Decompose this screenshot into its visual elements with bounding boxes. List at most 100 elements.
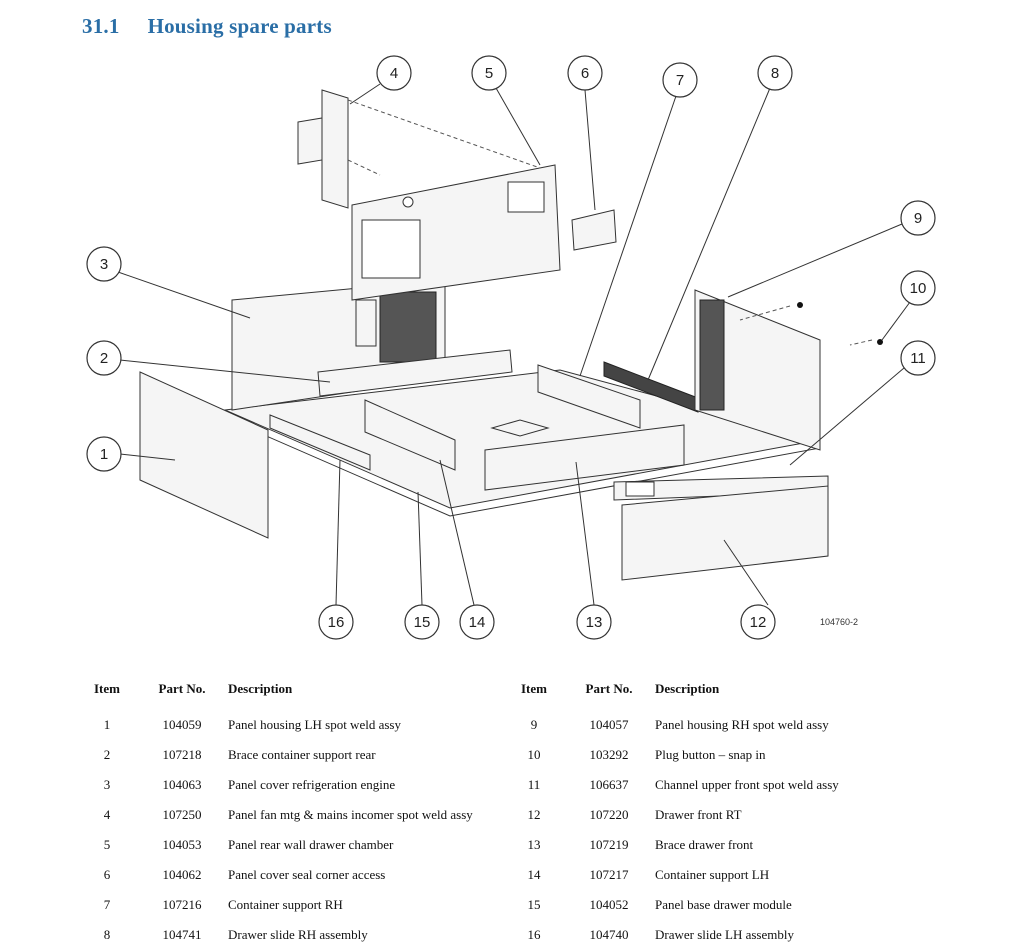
- svg-text:13: 13: [586, 614, 603, 631]
- row-item: 14: [527, 867, 541, 882]
- callout-7: 7: [662, 62, 698, 98]
- row-item: 12: [527, 807, 541, 822]
- row-description: Container support LH: [655, 867, 770, 882]
- header-part-no: Part No.: [158, 681, 206, 696]
- svg-text:15: 15: [414, 614, 431, 631]
- table-row: 12 107220 Drawer front RT: [503, 800, 935, 830]
- drawer-slide-lh: [269, 414, 371, 471]
- table-row: 11 106637 Channel upper front spot weld as…: [503, 770, 935, 800]
- table-row: 14 107217 Container support LH: [503, 860, 935, 890]
- row-part-no: 104741: [162, 927, 202, 942]
- row-description: Panel housing LH spot weld assy: [228, 717, 401, 732]
- brace-rear: [317, 349, 513, 397]
- figure-reference: 104760-2: [820, 617, 859, 627]
- row-description: Panel base drawer module: [655, 897, 792, 912]
- row-part-no: 104057: [589, 717, 629, 732]
- row-part-no: 104063: [162, 777, 202, 792]
- svg-text:7: 7: [676, 72, 684, 89]
- table-row: 3 104063 Panel cover refrigeration engine: [76, 770, 508, 800]
- exploded-view-diagram: 1 2 3 4 5 6 7 8 9 10 11 12 13 14 15 16: [86, 55, 936, 640]
- header-part-no: Part No.: [585, 681, 633, 696]
- row-item: 11: [527, 777, 541, 792]
- callout-5: 5: [471, 55, 507, 91]
- fan-mounting-bracket: [297, 117, 323, 165]
- header-description: Description: [228, 681, 293, 696]
- row-item: 3: [103, 777, 111, 792]
- row-part-no: 104740: [589, 927, 629, 942]
- row-item: 10: [527, 747, 541, 762]
- channel-display: [625, 481, 655, 497]
- container-support-lh: [364, 399, 456, 471]
- seal-corner-cover: [571, 209, 617, 251]
- callout-11: 11: [900, 340, 936, 376]
- row-description: Drawer slide LH assembly: [655, 927, 794, 942]
- svg-text:5: 5: [485, 65, 493, 82]
- svg-text:11: 11: [910, 350, 926, 367]
- table-row: 16 104740 Drawer slide LH assembly: [503, 920, 935, 950]
- row-description: Brace drawer front: [655, 837, 754, 852]
- callout-16: 16: [318, 604, 354, 640]
- svg-text:12: 12: [750, 614, 767, 631]
- row-part-no: 104053: [162, 837, 202, 852]
- row-description: Panel fan mtg & mains incomer spot weld …: [228, 807, 473, 822]
- row-description: Channel upper front spot weld assy: [655, 777, 839, 792]
- header-item: Item: [521, 681, 547, 696]
- callout-2: 2: [86, 340, 122, 376]
- row-part-no: 106637: [589, 777, 629, 792]
- row-description: Container support RH: [228, 897, 343, 912]
- header-item: Item: [94, 681, 120, 696]
- small-window: [355, 299, 377, 347]
- callout-10: 10: [900, 270, 936, 306]
- row-description: Drawer front RT: [655, 807, 742, 822]
- row-item: 16: [527, 927, 541, 942]
- row-item: 2: [103, 747, 111, 762]
- svg-text:16: 16: [328, 614, 345, 631]
- row-description: Panel rear wall drawer chamber: [228, 837, 394, 852]
- section-title: Housing spare parts: [147, 14, 332, 38]
- row-part-no: 107217: [589, 867, 629, 882]
- row-item: 8: [103, 927, 111, 942]
- callout-9: 9: [900, 200, 936, 236]
- svg-text:6: 6: [581, 65, 589, 82]
- table-row: 15 104052 Panel base drawer module: [503, 890, 935, 920]
- plug-button-b: [877, 339, 883, 345]
- row-item: 1: [103, 717, 111, 732]
- callout-6: 6: [567, 55, 603, 91]
- callout-8: 8: [757, 55, 793, 91]
- row-part-no: 107216: [162, 897, 202, 912]
- plug-button-a: [797, 302, 803, 308]
- svg-text:2: 2: [100, 350, 108, 367]
- row-description: Drawer slide RH assembly: [228, 927, 368, 942]
- callout-14: 14: [459, 604, 495, 640]
- row-item: 13: [527, 837, 541, 852]
- brace-drawer-front: [484, 424, 685, 491]
- table-row: 8 104741 Drawer slide RH assembly: [76, 920, 508, 950]
- callout-13: 13: [576, 604, 612, 640]
- svg-text:1: 1: [100, 446, 108, 463]
- svg-text:14: 14: [469, 614, 486, 631]
- row-item: 15: [527, 897, 541, 912]
- row-part-no: 107219: [589, 837, 629, 852]
- svg-text:9: 9: [914, 210, 922, 227]
- row-description: Panel housing RH spot weld assy: [655, 717, 829, 732]
- row-item: 5: [103, 837, 111, 852]
- row-description: Brace container support rear: [228, 747, 376, 762]
- drawer-front: [621, 485, 829, 581]
- callout-3: 3: [86, 246, 122, 282]
- row-description: Panel cover refrigeration engine: [228, 777, 396, 792]
- row-part-no: 103292: [589, 747, 629, 762]
- row-item: 4: [103, 807, 111, 822]
- row-part-no: 104052: [589, 897, 629, 912]
- leader-lines: [117, 83, 911, 606]
- svg-text:10: 10: [910, 280, 927, 297]
- container-support-rh: [537, 364, 641, 429]
- row-part-no: 107220: [589, 807, 629, 822]
- fan-mounting-panel: [321, 89, 349, 209]
